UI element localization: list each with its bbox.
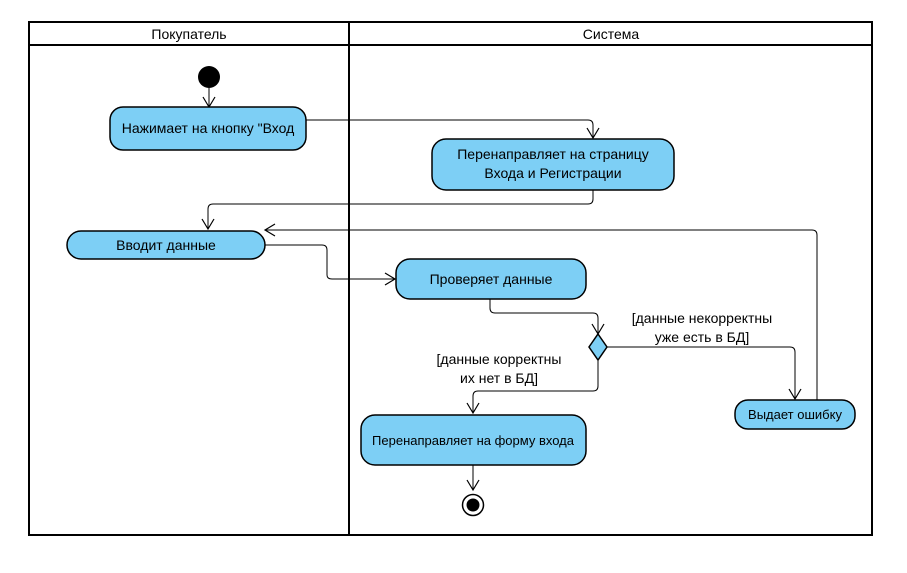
flow-error-to-enter [263, 223, 818, 400]
flow-decision-to-form [466, 359, 599, 415]
action-redirect-login-form-label: Перенаправляет на форму входа [372, 433, 575, 448]
decision-node [588, 332, 608, 362]
action-show-error [734, 399, 856, 430]
guard-incorrect-line2: уже есть в БД] [655, 329, 749, 345]
action-redirect-login-form [360, 414, 587, 466]
control-flows [201, 88, 818, 492]
guard-correct-line2: их нет в БД] [460, 370, 538, 386]
initial-node [198, 66, 220, 88]
action-redirect-login-page-label-line2: Входа и Регистрации [484, 165, 621, 181]
final-node [461, 493, 485, 517]
flow-redirect-to-enter [201, 190, 594, 231]
flow-enter-to-check [265, 244, 397, 286]
guard-correct-line1: [данные корректны [437, 351, 562, 367]
flow-check-to-decision [489, 299, 605, 336]
action-enter-data-label: Вводит данные [116, 237, 216, 253]
action-check-data-label: Проверяет данные [430, 271, 553, 287]
guard-incorrect-line1: [данные некорректны [632, 310, 772, 326]
action-show-error-label: Выдает ошибку [748, 407, 842, 422]
action-enter-data [66, 230, 266, 260]
action-click-login [109, 106, 307, 151]
swimlane-header-buyer: Покупатель [151, 26, 226, 42]
action-click-login-label: Нажимает на кнопку "Вход [122, 120, 295, 136]
action-check-data [395, 258, 587, 300]
swimlane-header-system: Система [583, 26, 640, 42]
action-redirect-login-page-label-line1: Перенаправляет на страницу [457, 146, 649, 162]
flow-decision-to-error [607, 346, 802, 401]
swimlane-frame [28, 21, 873, 536]
action-redirect-login-page [431, 138, 675, 191]
flow-click-to-redirect [306, 119, 600, 140]
